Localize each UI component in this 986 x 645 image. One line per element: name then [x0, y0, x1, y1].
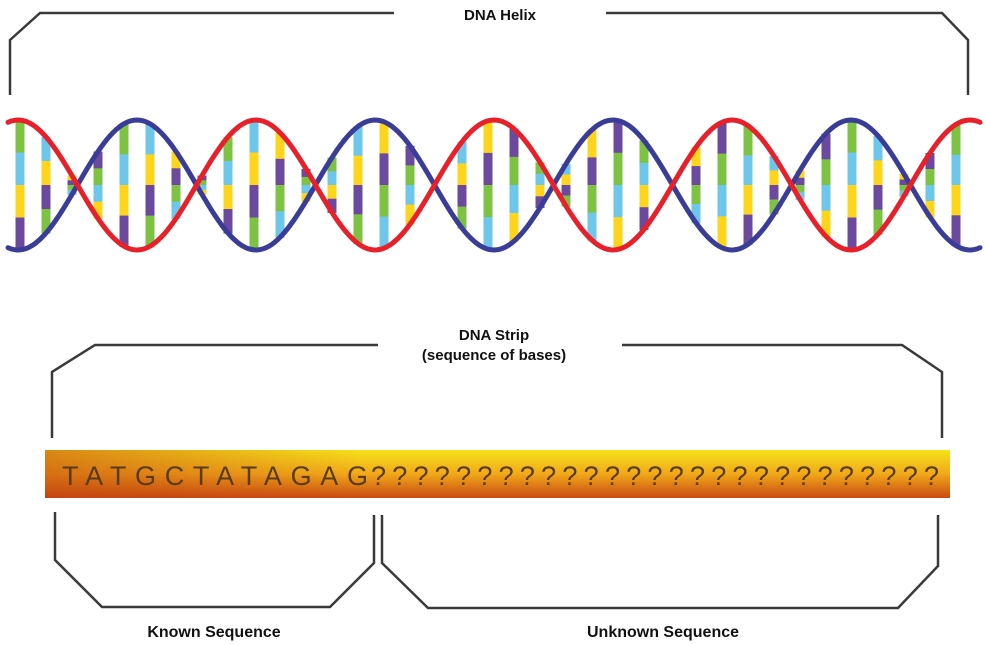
base-pair-segment [484, 217, 493, 250]
base-pair-segment [172, 185, 181, 202]
base-pair-segment [848, 120, 857, 153]
base-pair-segment [16, 120, 25, 153]
base-pair-segment [354, 185, 363, 215]
base-pair-segment [510, 157, 519, 186]
base-pair-segment [822, 159, 831, 185]
base-pair-segment [172, 168, 181, 185]
base-pair-segment [510, 185, 519, 214]
base-pair-segment [16, 185, 25, 218]
base-pair-segment [120, 154, 129, 185]
base-pair-segment [380, 153, 389, 185]
base-pair-segment [692, 166, 701, 185]
base-pair-segment [718, 122, 727, 154]
base-pair-segment [536, 185, 545, 197]
base-pair-segment [588, 185, 597, 213]
base-pair-segment [458, 163, 467, 185]
base-pair-segment [276, 185, 285, 212]
base-pair-segment [328, 171, 337, 185]
base-pair-segment [926, 185, 935, 202]
base-pair-segment [952, 185, 961, 216]
base-pair-segment [380, 122, 389, 154]
unknown-sequence-label: Unknown Sequence [587, 624, 739, 641]
base-pair-segment [120, 185, 129, 216]
base-pair-segment [848, 185, 857, 218]
base-pair-segment [484, 121, 493, 154]
base-pair-segment [614, 153, 623, 186]
known-sequence-label: Known Sequence [147, 624, 280, 641]
base-pair-segment [640, 185, 649, 208]
base-pair-segment [588, 157, 597, 185]
base-pair-segment [406, 165, 415, 185]
base-pair-segment [692, 185, 701, 204]
base-pair-segment [250, 218, 259, 251]
base-pair-segment [718, 185, 727, 217]
base-pair-segment [250, 120, 259, 153]
strip-subtitle: (sequence of bases) [422, 347, 566, 364]
base-pair-segment [874, 160, 883, 185]
base-pair-segment [744, 185, 753, 215]
base-pair-segment [484, 153, 493, 186]
base-pair-segment [484, 185, 493, 218]
base-pair-segment [562, 175, 571, 186]
base-pair-segment [614, 217, 623, 250]
base-pair-segment [328, 185, 337, 199]
base-pair-segment [380, 185, 389, 217]
base-pair-segment [406, 185, 415, 205]
base-pair-segment [276, 159, 285, 186]
base-pair-segment [874, 185, 883, 210]
base-pair-segment [250, 153, 259, 186]
base-pair-segment [822, 185, 831, 211]
base-pair-segment [926, 169, 935, 186]
base-pair-segment [146, 185, 155, 216]
base-pair-segment [744, 155, 753, 185]
base-pair-segment [42, 185, 51, 210]
base-pair-segment [614, 185, 623, 218]
base-pair-segment [42, 161, 51, 186]
base-pair-segment [458, 185, 467, 207]
base-pair-segment [718, 154, 727, 186]
base-pair-segment [614, 121, 623, 154]
base-pair-segment [16, 153, 25, 186]
known-bracket [55, 512, 374, 607]
base-pair-segment [952, 155, 961, 186]
base-pair-segment [848, 218, 857, 251]
base-pair-segment [16, 218, 25, 251]
base-pair-segment [640, 163, 649, 186]
base-pair-segment [536, 174, 545, 186]
base-pair-segment [94, 168, 103, 185]
helix-title: DNA Helix [464, 7, 537, 24]
base-pair-segment [94, 185, 103, 202]
unknown-bases: ??????????????????????????? [371, 461, 939, 491]
base-pair-segment [562, 185, 571, 196]
base-pair-segment [770, 185, 779, 200]
base-pair-segment [848, 153, 857, 186]
base-pair-segment [354, 156, 363, 186]
base-pair-segment [224, 185, 233, 210]
base-pair-segment [224, 161, 233, 186]
strip-title: DNA Strip [459, 327, 529, 344]
helix-bracket [10, 13, 968, 95]
base-pair-segment [250, 185, 259, 218]
base-pair-segment [770, 171, 779, 186]
unknown-bracket [382, 515, 938, 608]
base-pair-segment [146, 154, 155, 185]
